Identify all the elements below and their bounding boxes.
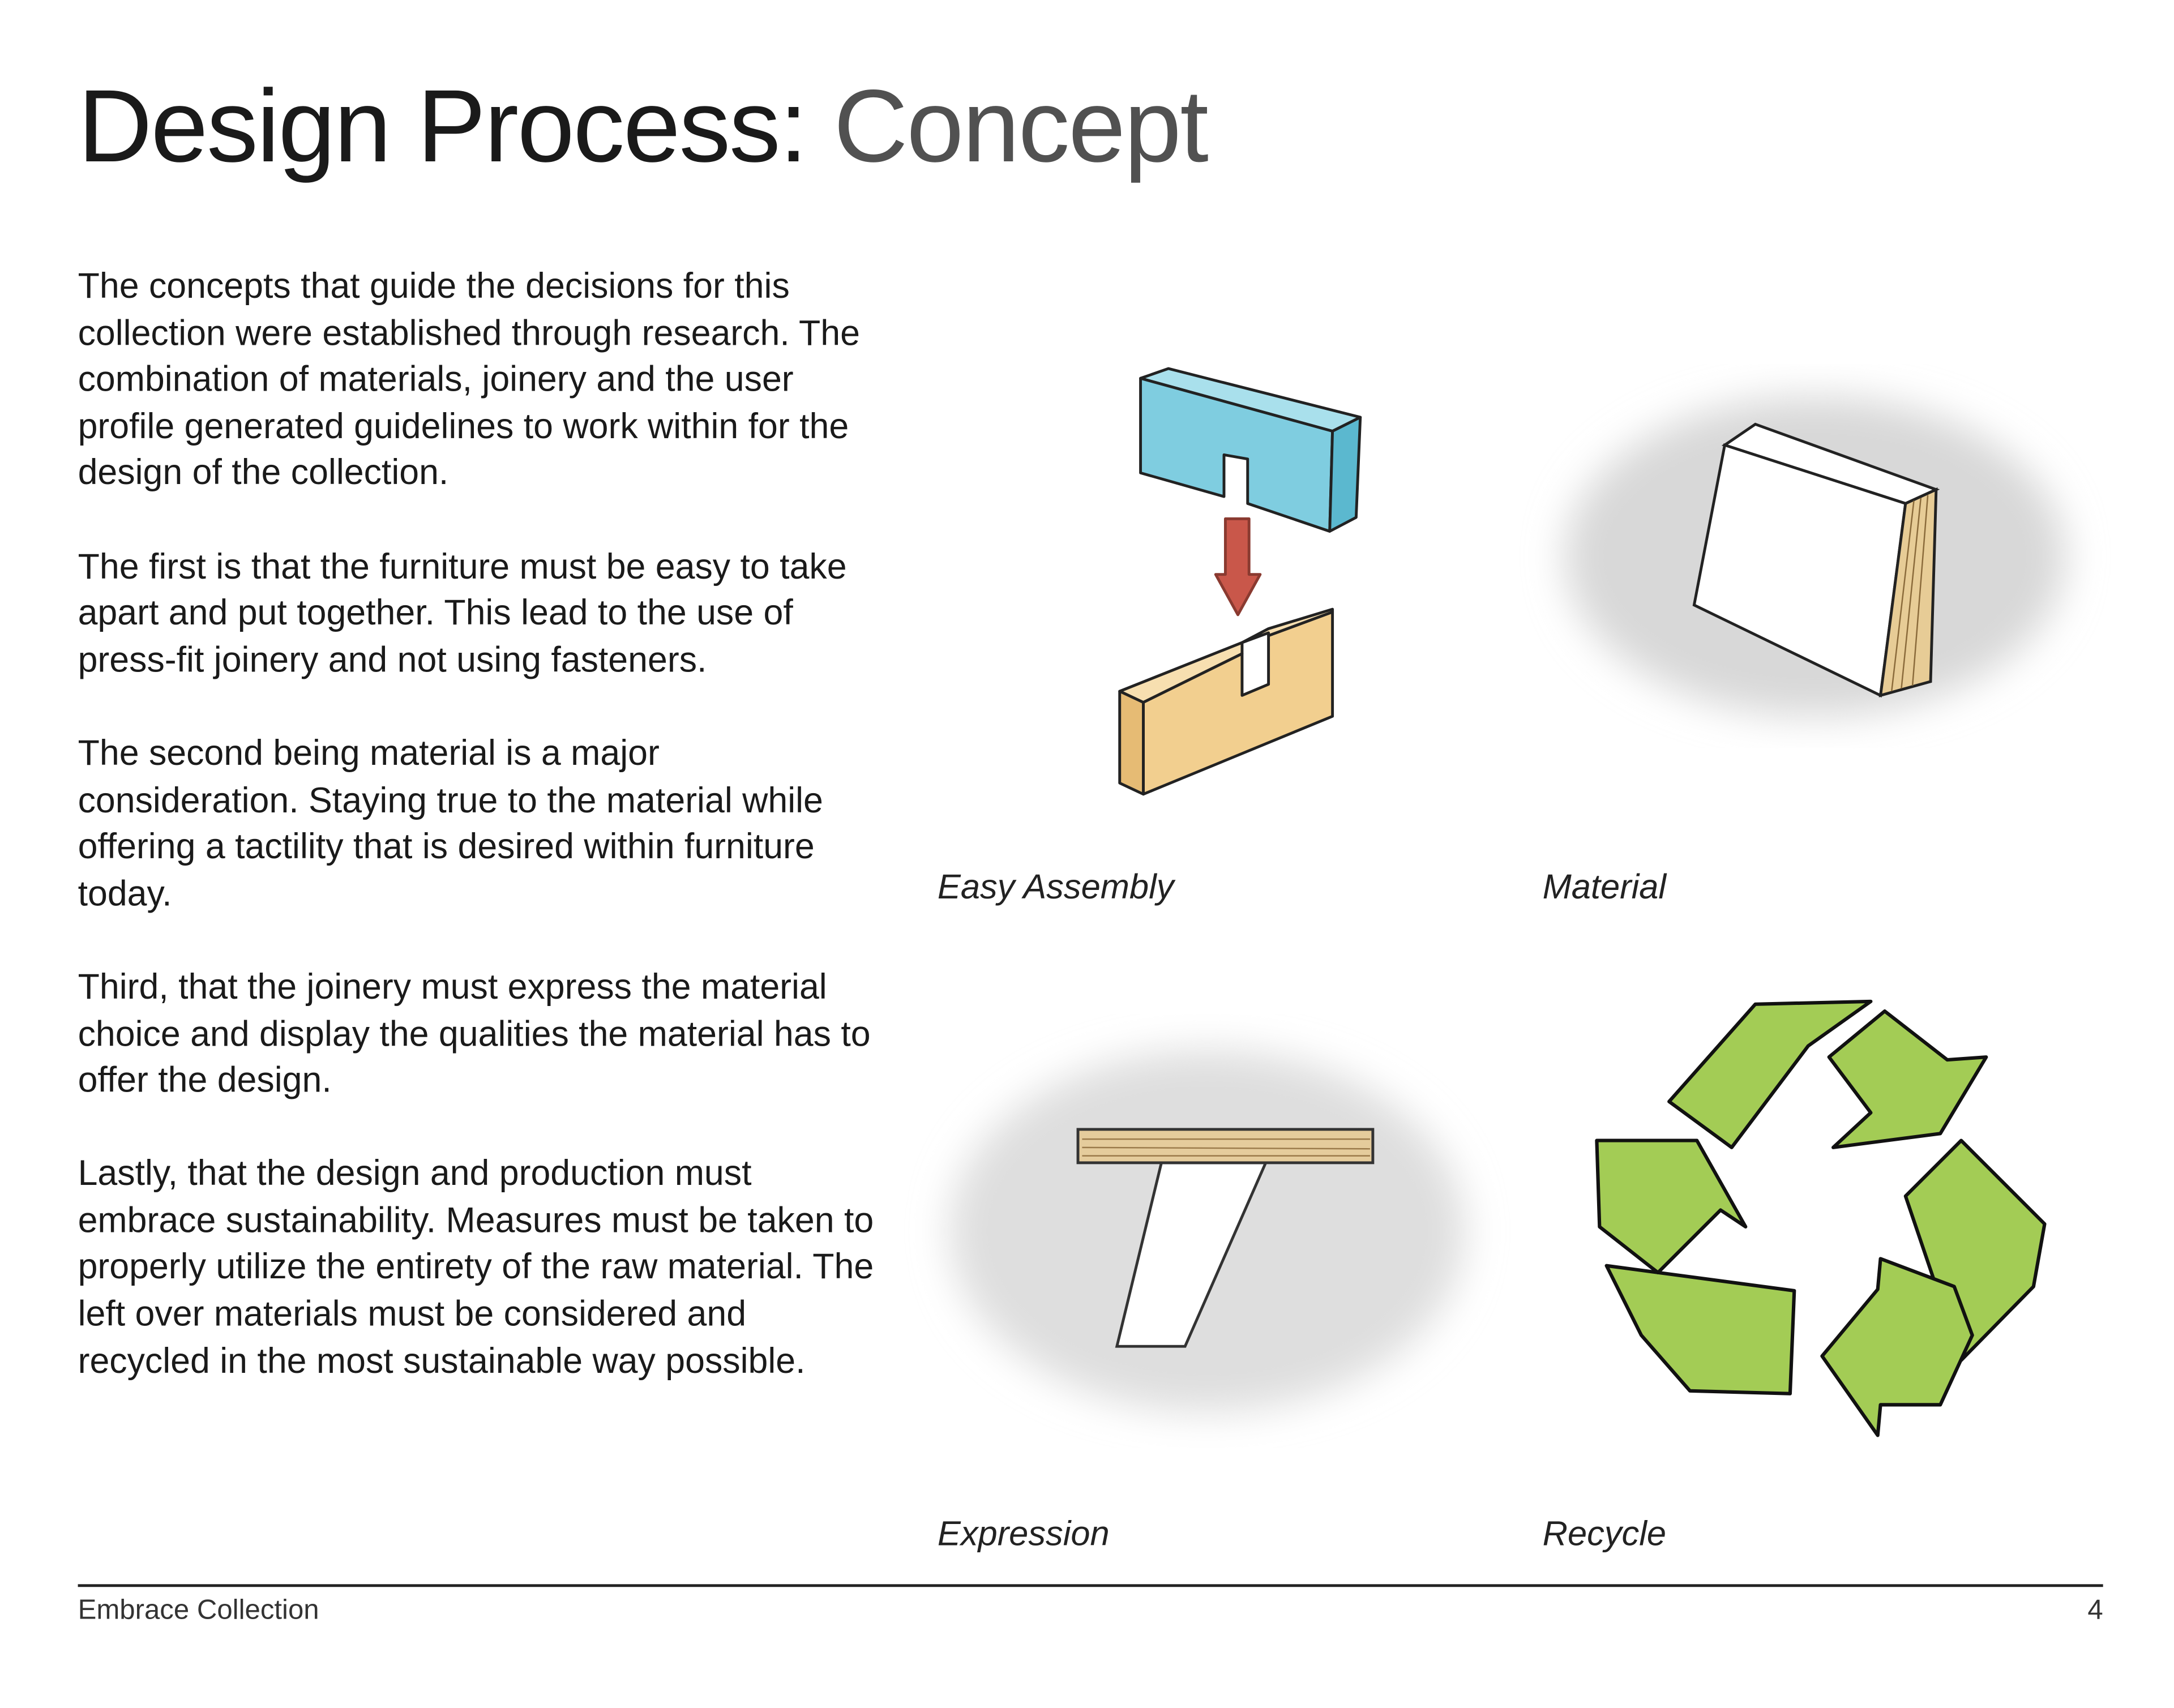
caption-expression: Expression <box>937 1514 1110 1554</box>
caption-recycle: Recycle <box>1542 1514 1667 1554</box>
body-text: The concepts that guide the decisions fo… <box>78 264 885 1432</box>
recycle-icon <box>1595 999 2047 1437</box>
title-bold: Design Process: <box>78 68 808 184</box>
caption-material: Material <box>1542 868 1667 907</box>
paragraph: The concepts that guide the decisions fo… <box>78 267 860 493</box>
down-arrow-icon <box>1214 517 1262 617</box>
blue-block-side <box>1328 416 1362 533</box>
caption-easy-assembly: Easy Assembly <box>937 868 1174 907</box>
wood-block-front <box>1142 610 1334 796</box>
expression-illustration <box>949 1050 1465 1412</box>
paragraph: The second being material is a major con… <box>78 734 823 914</box>
easy-assembly-illustration <box>1118 367 1362 796</box>
title-light: Concept <box>833 68 1208 184</box>
footer-divider <box>78 1584 2103 1587</box>
material-illustration <box>1564 396 2066 717</box>
paragraph: The first is that the furniture must be … <box>78 547 847 680</box>
paragraph: Lastly, that the design and production m… <box>78 1154 874 1381</box>
page-title: Design Process: Concept <box>78 67 1209 185</box>
footer-title: Embrace Collection <box>78 1595 319 1626</box>
page-number: 4 <box>2087 1595 2103 1626</box>
wood-block-side <box>1118 690 1145 796</box>
paragraph: Third, that the joinery must express the… <box>78 968 871 1101</box>
